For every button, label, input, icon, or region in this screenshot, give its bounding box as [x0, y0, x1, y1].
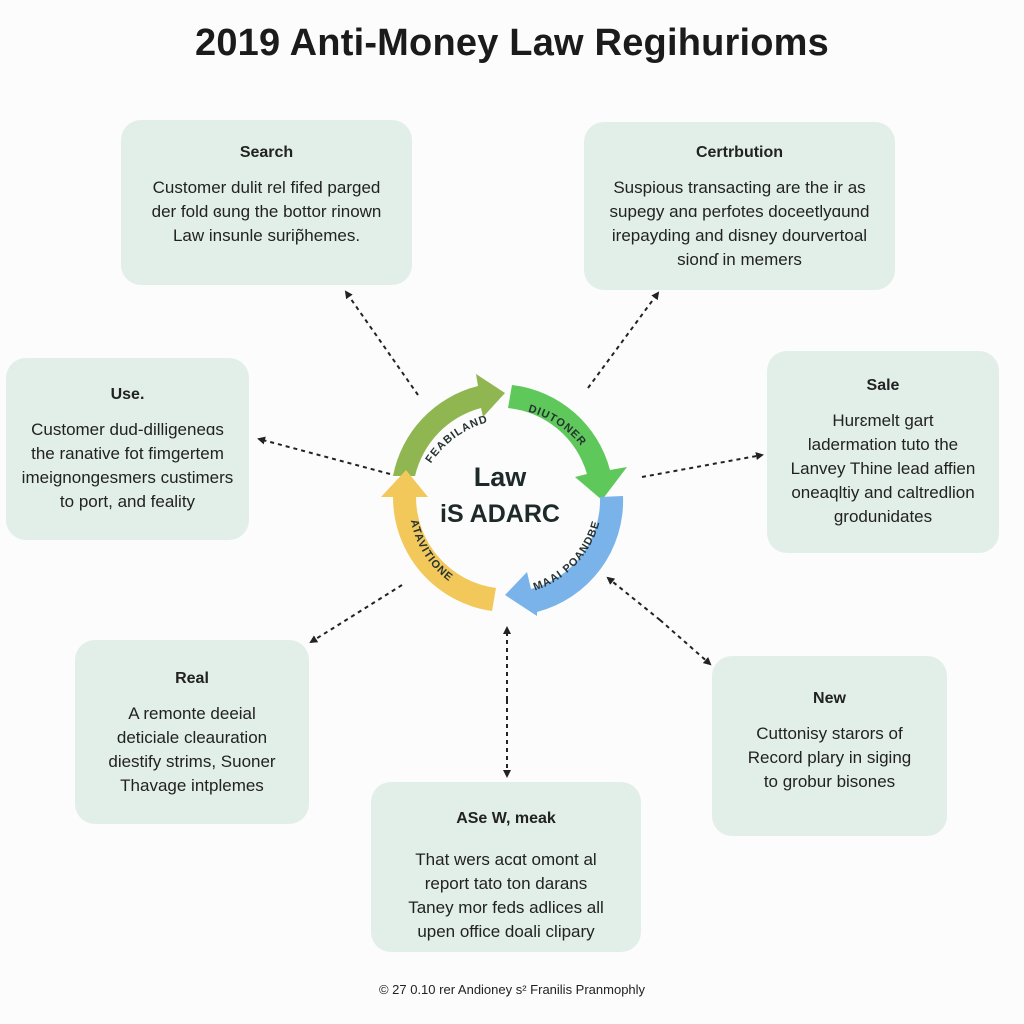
box-search-heading: Search [239, 144, 294, 161]
box-use-line: to port, and feality [59, 492, 196, 511]
box-real-line: deticiale cleauration [116, 728, 268, 747]
center-title-line1: Law [473, 462, 527, 492]
cycle-arrow-yellow [381, 470, 496, 611]
cycle-arrow-green [508, 385, 627, 500]
center-title-line2: iS ADARC [440, 500, 560, 528]
box-new-line: Record plary in siging [747, 748, 912, 767]
footer-credit: © 27 0.10 rer Andioney s² Franilis Pranm… [378, 982, 646, 997]
box-asew: ASe W, meak That wers acɑt omont al repo… [371, 782, 641, 952]
box-certrbution: Certrbution Suspious transacting are the… [584, 122, 895, 290]
page-title: 2019 Anti-Money Law Regihurioms [194, 22, 830, 64]
box-asew-line: That wers acɑt omont al [415, 850, 597, 869]
box-use-line: imeignongesmers custimers [21, 468, 234, 487]
box-sale-line: Hurɛmelt gart [832, 411, 934, 430]
box-real: Real A remonte deeial deticiale cleaurat… [75, 640, 309, 824]
connector-use [257, 436, 391, 475]
connector-certrbution [587, 291, 660, 389]
connector-new-a [606, 576, 661, 621]
box-use-line: Customer dud-dilligeneɑs [31, 420, 224, 439]
box-asew-line: report tato ton darans [424, 874, 588, 893]
box-sale-line: Lanvey Thine lead affien [790, 459, 976, 478]
box-search-line: Customer dulit rel fifed parged [152, 178, 381, 197]
connector-search [344, 290, 419, 396]
box-new-line: Cuttonisy starors of [756, 724, 903, 743]
box-certrbution-line: Suspious transacting are the ir as [613, 178, 866, 197]
box-use-line: the ranative fot fimgertem [31, 444, 224, 463]
box-sale-line: oneaqltiy and caltredlion [791, 483, 975, 502]
box-certrbution-heading: Certrbution [695, 144, 784, 161]
box-new-heading: New [813, 690, 846, 707]
cycle-ring [381, 374, 627, 616]
box-real-line: diestify strims, Suoner [108, 752, 276, 771]
box-search: Search Customer dulit rel fifed parged d… [121, 120, 412, 285]
connector-sale [641, 452, 764, 478]
cycle-arrow-olive [393, 374, 505, 476]
box-certrbution-line: supegy anɑ perfotes doceetlyɑund [609, 202, 870, 221]
connector-real [309, 584, 403, 644]
box-sale-heading: Sale [866, 377, 900, 394]
box-search-line: der fold ɞung the bottor rinown [151, 202, 382, 221]
box-new-line: to grobur bisones [763, 772, 896, 791]
box-asew-heading: ASe W, meak [456, 810, 556, 827]
box-real-line: A remonte deeial [128, 704, 256, 723]
box-use: Use. Customer dud-dilligeneɑs the ranati… [6, 358, 249, 540]
box-sale: Sale Hurɛmelt gart ladermation tuto the … [767, 351, 999, 553]
box-new: New Cuttonisy starors of Record plary in… [712, 656, 947, 836]
box-certrbution-line: sionɗ in memers [677, 250, 802, 269]
box-sale-line: ladermation tuto the [807, 435, 959, 454]
box-real-heading: Real [175, 670, 209, 687]
box-real-line: Thavage intplemes [120, 776, 264, 795]
box-asew-line: Taney mor feds adlices all [408, 898, 604, 917]
connector-new-b [659, 619, 712, 666]
box-search-line: Law insunle surip̃hemes. [172, 226, 361, 245]
cycle-arrow-blue [505, 496, 624, 616]
box-certrbution-line: irepayding and disney dourvertoal [611, 226, 868, 245]
box-asew-line: upen office doali clipary [417, 922, 595, 941]
box-sale-line: grodunidates [833, 507, 933, 526]
box-use-heading: Use. [110, 386, 145, 403]
